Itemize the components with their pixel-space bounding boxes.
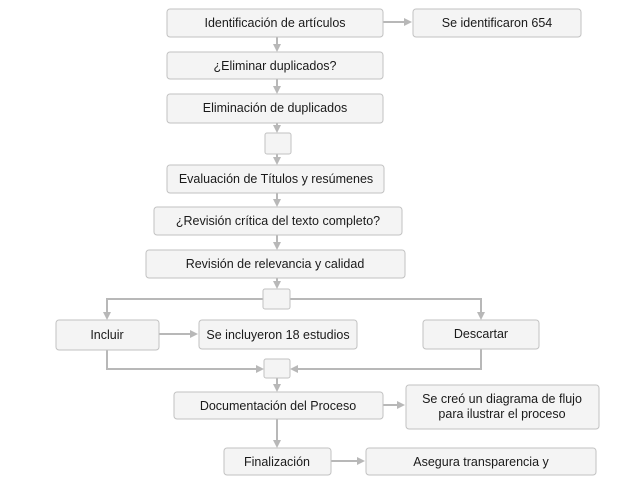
node-incluir-label: Incluir [90,328,123,342]
edge-junction2-to-descartar [290,298,485,320]
node-eliminar-pregunta: ¿Eliminar duplicados? [166,51,384,80]
junction-1 [264,132,292,155]
node-documentacion: Documentación del Proceso [173,391,384,420]
node-identificados: Se identificaron 654 [412,8,582,38]
node-eliminacion-label: Eliminación de duplicados [203,101,348,115]
node-descartar: Descartar [422,319,540,350]
edge-incluir-to-junction3 [106,350,264,373]
node-identificacion-label: Identificación de artículos [204,16,345,30]
node-revision-pregunta-label: ¿Revisión crítica del texto completo? [176,214,380,228]
node-identificacion: Identificación de artículos [166,8,384,38]
node-revision-label: Revisión de relevancia y calidad [186,257,365,271]
node-revision: Revisión de relevancia y calidad [145,249,406,279]
node-finalizacion: Finalización [223,447,332,476]
node-diagrama-label-line1: Se creó un diagrama de flujo [422,392,582,406]
node-diagrama-label-line2: para ilustrar el proceso [438,407,565,421]
node-identificados-label: Se identificaron 654 [442,16,553,30]
junction-2 [262,288,291,310]
node-transparencia: Asegura transparencia y [365,447,597,476]
node-eliminar-pregunta-label: ¿Eliminar duplicados? [214,59,337,73]
edge-descartar-to-junction3 [290,349,482,373]
node-documentacion-label: Documentación del Proceso [200,399,356,413]
connectors [103,18,485,465]
node-finalizacion-label: Finalización [244,455,310,469]
edge-junction2-to-incluir [103,298,263,320]
node-diagrama: Se creó un diagrama de flujo para ilustr… [405,384,600,430]
node-incluir: Incluir [55,319,160,351]
node-evaluacion: Evaluación de Títulos y resúmenes [166,164,385,194]
node-evaluacion-label: Evaluación de Títulos y resúmenes [179,172,373,186]
node-eliminacion: Eliminación de duplicados [166,93,384,124]
node-descartar-label: Descartar [454,327,508,341]
node-incluidos: Se incluyeron 18 estudios [198,319,358,350]
node-transparencia-label: Asegura transparencia y [413,455,549,469]
node-revision-pregunta: ¿Revisión crítica del texto completo? [153,206,403,236]
junction-3 [263,358,291,379]
node-incluidos-label: Se incluyeron 18 estudios [206,328,349,342]
